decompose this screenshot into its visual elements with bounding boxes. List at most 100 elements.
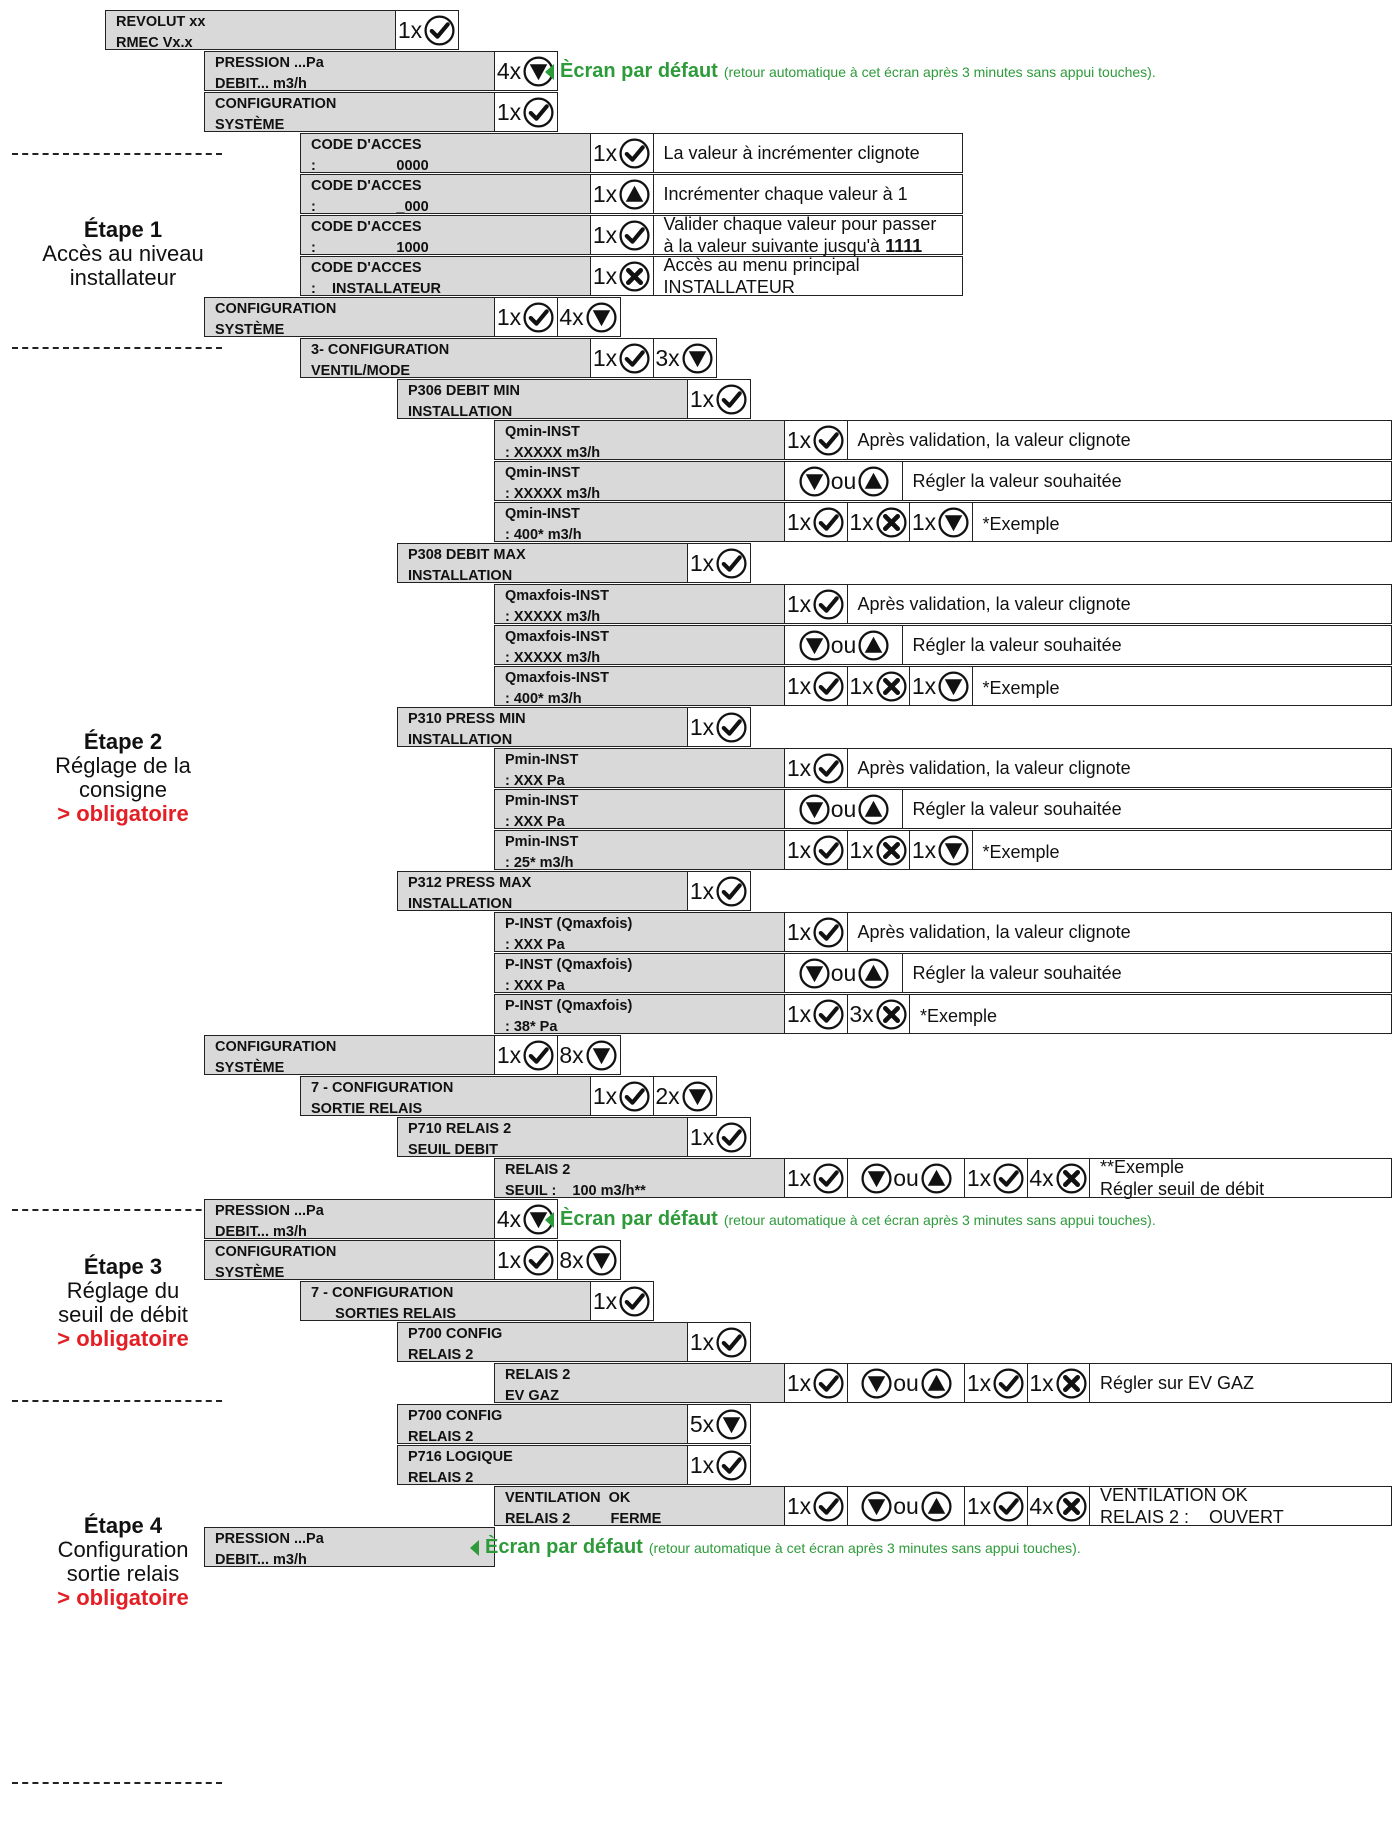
action-cell: 1x [784,584,848,624]
screen-box: P306 DEBIT MIN INSTALLATION [397,379,688,420]
action-cell: 1x [687,707,751,747]
step-title: Étape 3 [83,1254,163,1279]
target-value: 1111 [885,236,923,256]
check-circle-icon [523,1039,554,1071]
action-cell: 1x [846,830,911,870]
cross-circle-icon [1056,1490,1087,1522]
action-cell: 2x [652,1076,717,1116]
instruction-text: Régler la valeur souhaitée [901,953,1392,993]
action-cell: 1x [784,912,848,952]
step-text: consigne [78,777,168,802]
action-cell: 1x [687,543,751,583]
default-screen-note: Ècran par défaut(retour automatique à ce… [545,60,1156,83]
count-label: 4x [1029,1492,1054,1519]
action-cell: ou [784,953,903,993]
action-cell: 1x [784,502,848,542]
cross-circle-icon [876,670,907,702]
ou-label: ou [893,1492,919,1519]
check-circle-icon [716,875,747,907]
action-cell: 1x [1026,1363,1091,1403]
count-label: 3x [655,344,680,371]
action-cell: 1x [909,502,973,542]
count-label: 1x [786,672,812,699]
action-cell: 3x [846,994,911,1034]
screen-box: P-INST (Qmaxfois) : 38* Pa [494,994,785,1035]
count-label: 1x [592,180,618,207]
arrow-down-circle-icon [938,506,969,538]
count-label: 8x [559,1041,584,1068]
action-cell: 1x [494,1035,558,1075]
screen-box: Pmin-INST : XXX Pa [494,748,785,789]
count-label: 8x [559,1246,584,1273]
arrow-down-circle-icon [586,1039,617,1071]
screen-box: P710 RELAIS 2 SEUIL DEBIT [397,1117,688,1158]
instruction-text: Accès au menu principal INSTALLATEUR [652,255,963,297]
count-label: 1x [592,262,618,289]
step-text: seuil de débit [58,1302,188,1327]
step-text: Configuration [57,1537,189,1562]
action-cell: 1x [494,92,558,132]
arrow-down-circle-icon [586,1244,617,1276]
count-label: 1x [689,1328,715,1355]
action-cell: 1x [687,1322,751,1362]
count-label: 1x [911,672,937,699]
step-text: installateur [69,265,177,290]
ou-label: ou [830,959,857,986]
action-cell: 1x [846,502,911,542]
screen-box: P716 LOGIQUE RELAIS 2 [397,1445,688,1486]
action-cell: 1x [687,1117,751,1157]
action-cell: 1x [784,1158,848,1198]
screen-box: P308 DEBIT MAX INSTALLATION [397,543,688,584]
action-cell: ou [784,461,903,501]
default-screen-label: Ècran par défaut [560,60,718,82]
instruction-text: Après validation, la valeur clignote [846,912,1392,952]
step-text: Réglage du [66,1278,180,1303]
default-screen-detail: (retour automatique à cet écran après 3 … [723,1211,1156,1228]
action-cell: 4x [556,297,621,337]
step-text: Accès au niveau [42,241,204,266]
arrow-up-circle-icon [921,1367,952,1399]
step-title: Étape 2 [83,729,163,754]
check-circle-icon [523,1244,554,1276]
action-cell: ou [846,1158,966,1198]
action-cell: 1x [964,1486,1028,1526]
check-circle-icon [813,424,844,456]
count-label: 2x [655,1082,680,1109]
step-required: > obligatoire [57,1326,189,1351]
step-title: Étape 4 [83,1513,163,1538]
screen-box: Qmaxfois-INST : XXXXX m3/h [494,584,785,625]
screen-box: 7 - CONFIGURATION SORTIE RELAIS [300,1076,591,1117]
instruction-text: *Exemple [971,830,1392,870]
screen-box: RELAIS 2 EV GAZ [494,1363,785,1404]
check-circle-icon [716,711,747,743]
screen-box: REVOLUT xx RMEC Vx.x [105,10,396,51]
arrow-down-circle-icon [861,1162,892,1194]
cross-circle-icon [876,506,907,538]
action-cell: 1x [909,666,973,706]
check-circle-icon [813,1162,844,1194]
instruction-text: *Exemple [971,666,1392,706]
instruction-text: Régler la valeur souhaitée [901,789,1392,829]
count-label: 1x [592,221,618,248]
screen-box: P700 CONFIG RELAIS 2 [397,1322,688,1363]
section-separator [12,1400,222,1402]
screen-box: Qmin-INST : XXXXX m3/h [494,420,785,461]
action-cell: 1x [590,338,654,378]
action-cell: 4x [1026,1158,1091,1198]
default-screen-note: Ècran par défaut(retour automatique à ce… [545,1208,1156,1231]
action-cell: 4x [1026,1486,1091,1526]
action-cell: 8x [556,1240,621,1280]
check-circle-icon [813,916,844,948]
triangle-left-icon [470,1539,479,1556]
screen-box: CODE D'ACCES : 0000 [300,133,591,174]
arrow-down-circle-icon [682,342,713,374]
arrow-down-circle-icon [716,1408,747,1440]
count-label: 1x [786,1164,812,1191]
count-label: 1x [786,426,812,453]
action-cell: 1x [494,297,558,337]
check-circle-icon [813,998,844,1030]
count-label: 1x [786,1369,812,1396]
